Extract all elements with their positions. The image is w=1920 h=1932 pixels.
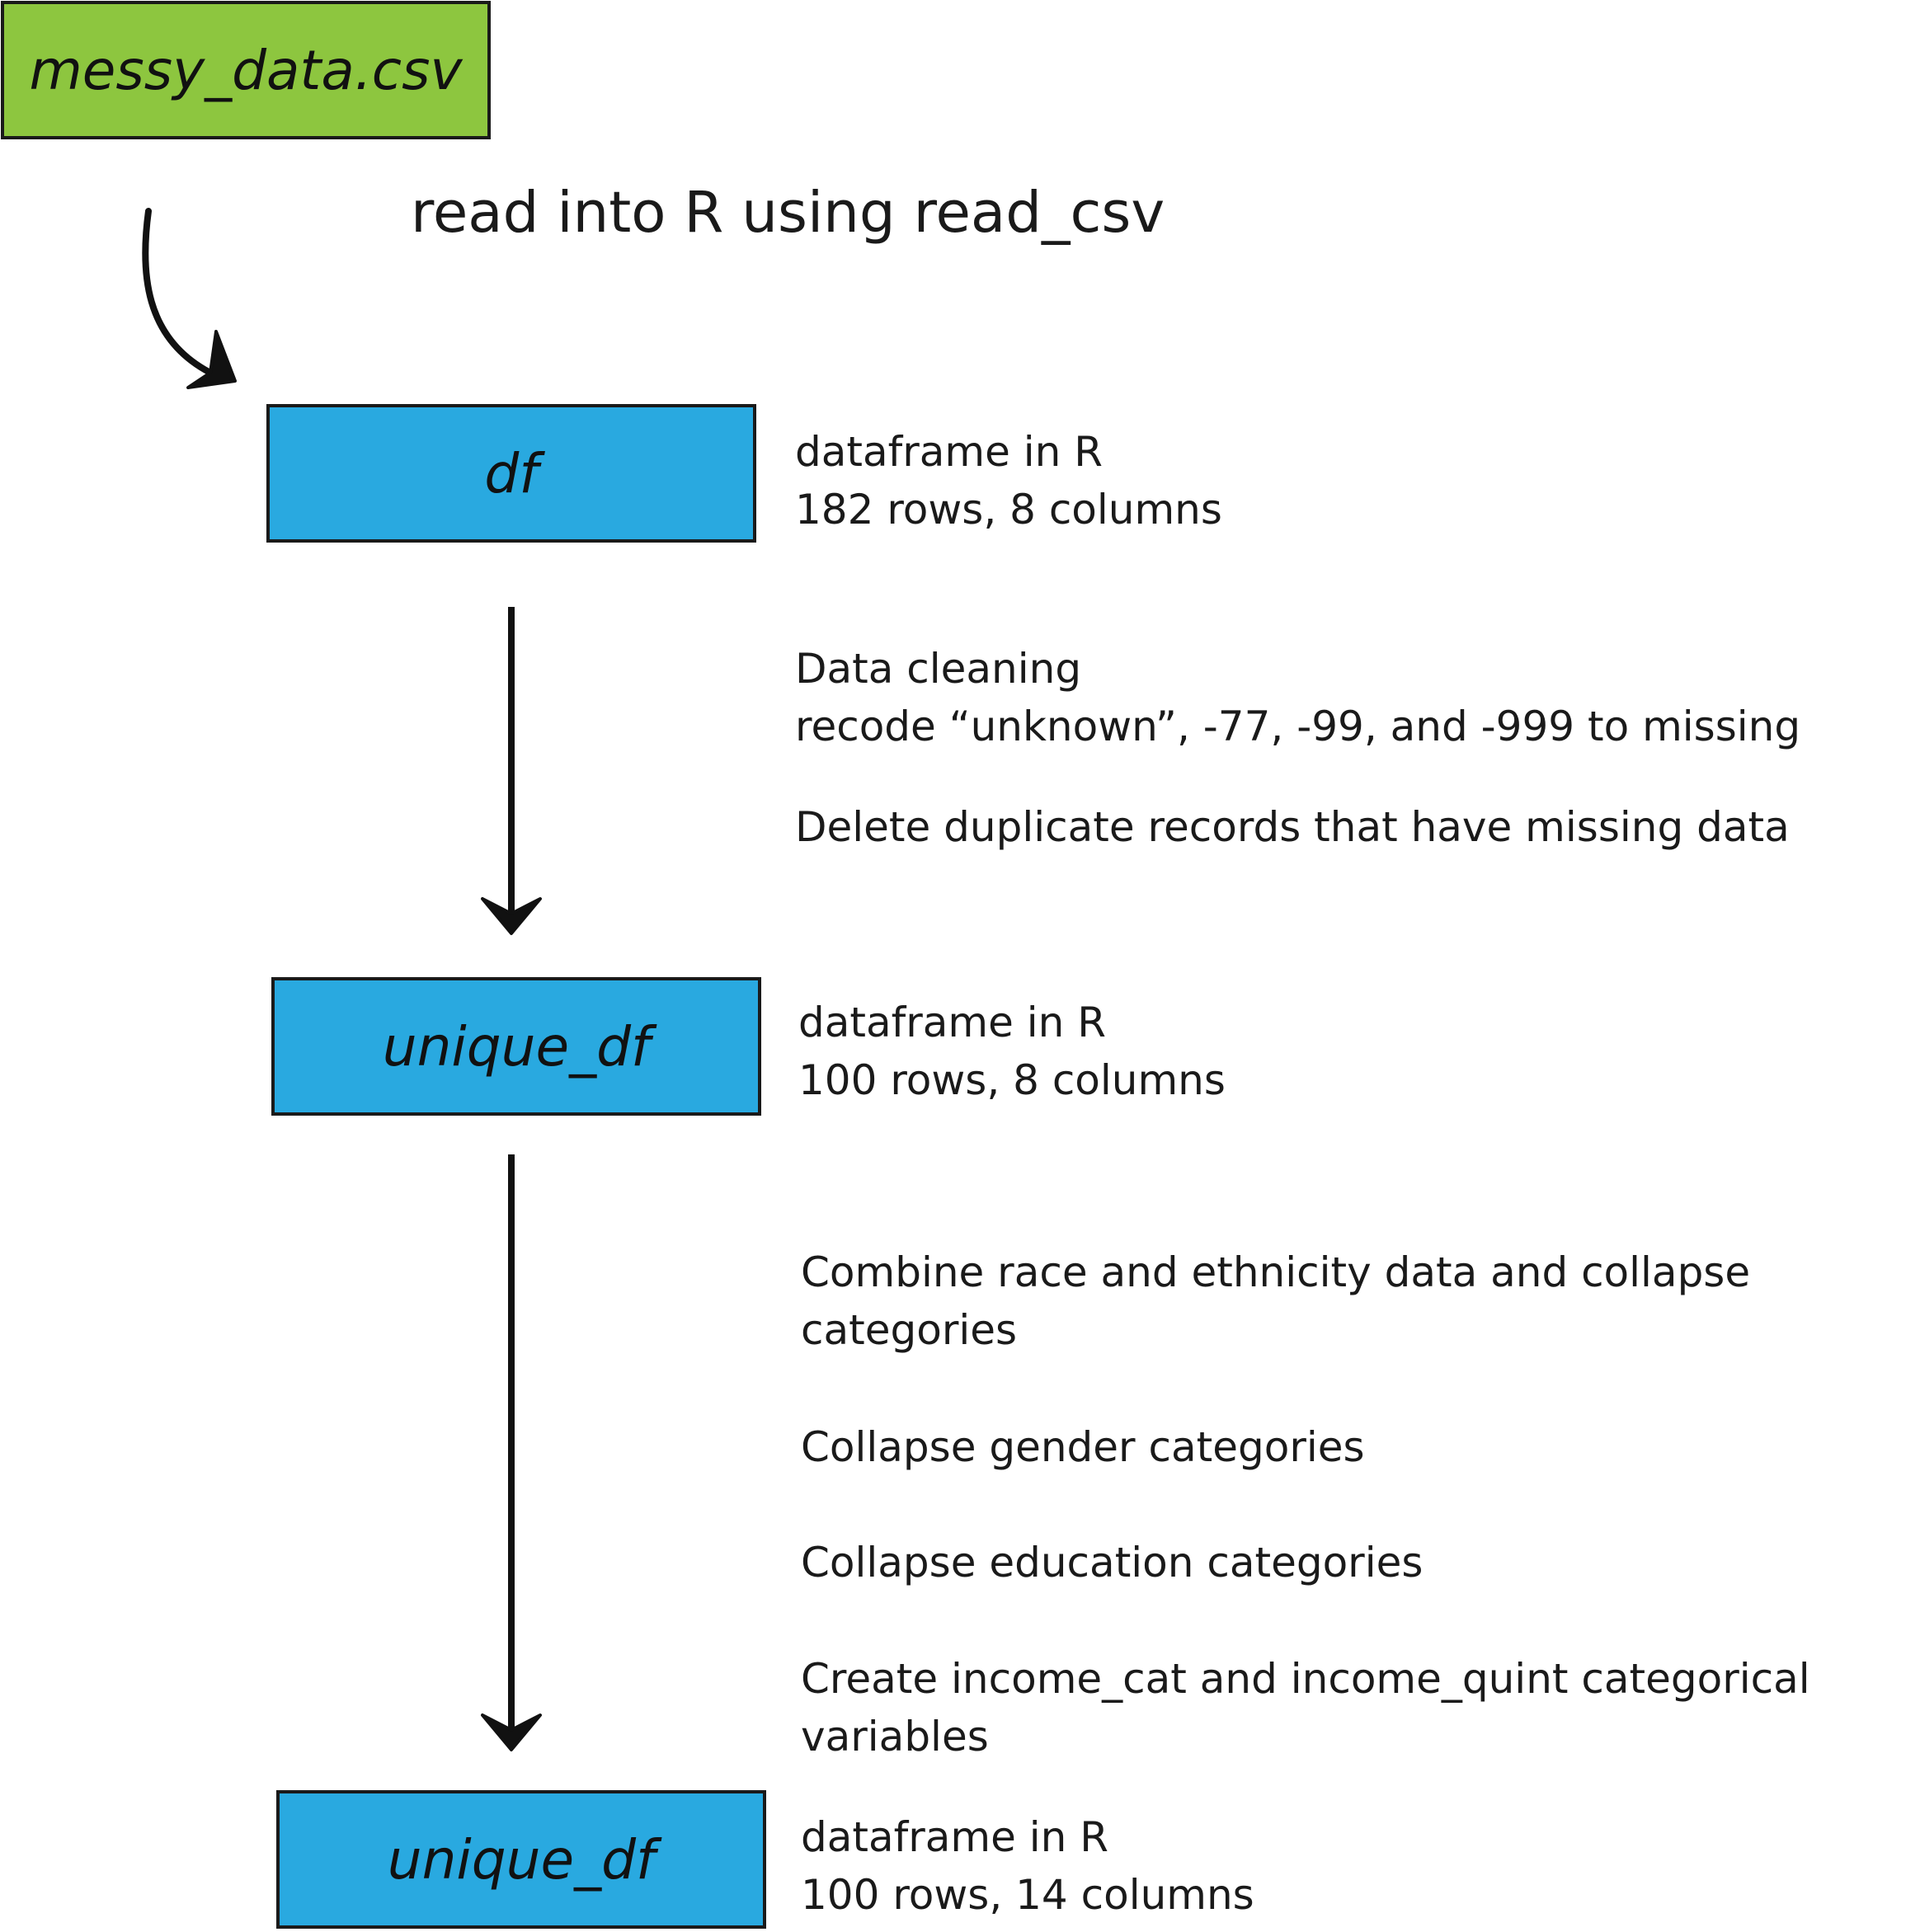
unique-df-info-1-line2: 100 rows, 8 columns [798, 1056, 1226, 1104]
unique-df-node-label-1: unique_df [382, 1014, 651, 1079]
curved-arrow-head [186, 330, 237, 389]
transform-income-line1: Create income_cat and income_quint categ… [801, 1655, 1810, 1703]
unique-df-info-2: dataframe in R 100 rows, 14 columns [801, 1808, 1254, 1924]
unique-df-info-1-line1: dataframe in R [798, 999, 1106, 1046]
cleaning-recode: recode “unknown”, -77, -99, and -999 to … [795, 703, 1801, 750]
unique-df-info-2-line1: dataframe in R [801, 1813, 1108, 1861]
df-info-line2: 182 rows, 8 columns [795, 486, 1222, 534]
dataframe-node-unique-df-2: unique_df [276, 1790, 766, 1929]
cleaning-title: Data cleaning [795, 645, 1082, 693]
curved-arrow-read [142, 208, 214, 376]
unique-df-info-2-line2: 100 rows, 14 columns [801, 1871, 1254, 1919]
unique-df-info-1: dataframe in R 100 rows, 8 columns [798, 994, 1226, 1109]
arrow-head-transform [481, 1713, 542, 1751]
transform-gender: Collapse gender categories [801, 1423, 1365, 1471]
transform-income-line2: variables [801, 1713, 989, 1760]
dataframe-node-unique-df-1: unique_df [271, 977, 761, 1116]
cleaning-steps: Data cleaning recode “unknown”, -77, -99… [795, 640, 1800, 755]
file-node-label: messy_data.csv [29, 38, 463, 102]
unique-df-node-label-2: unique_df [387, 1827, 656, 1892]
transform-income: Create income_cat and income_quint categ… [801, 1650, 1810, 1765]
cleaning-delete: Delete duplicate records that have missi… [795, 803, 1790, 851]
arrow-head-cleaning [481, 897, 542, 935]
df-info: dataframe in R 182 rows, 8 columns [795, 423, 1222, 538]
transform-combine-line1: Combine race and ethnicity data and coll… [801, 1248, 1751, 1296]
df-node-label: df [484, 441, 539, 505]
transform-combine-line2: categories [801, 1306, 1018, 1354]
df-info-line1: dataframe in R [795, 428, 1103, 476]
dataframe-node-df: df [266, 404, 756, 543]
read-step-label: read into R using read_csv [411, 180, 1165, 246]
transform-combine: Combine race and ethnicity data and coll… [801, 1243, 1750, 1359]
transform-education: Collapse education categories [801, 1539, 1424, 1586]
file-node-messy-data: messy_data.csv [1, 1, 491, 139]
